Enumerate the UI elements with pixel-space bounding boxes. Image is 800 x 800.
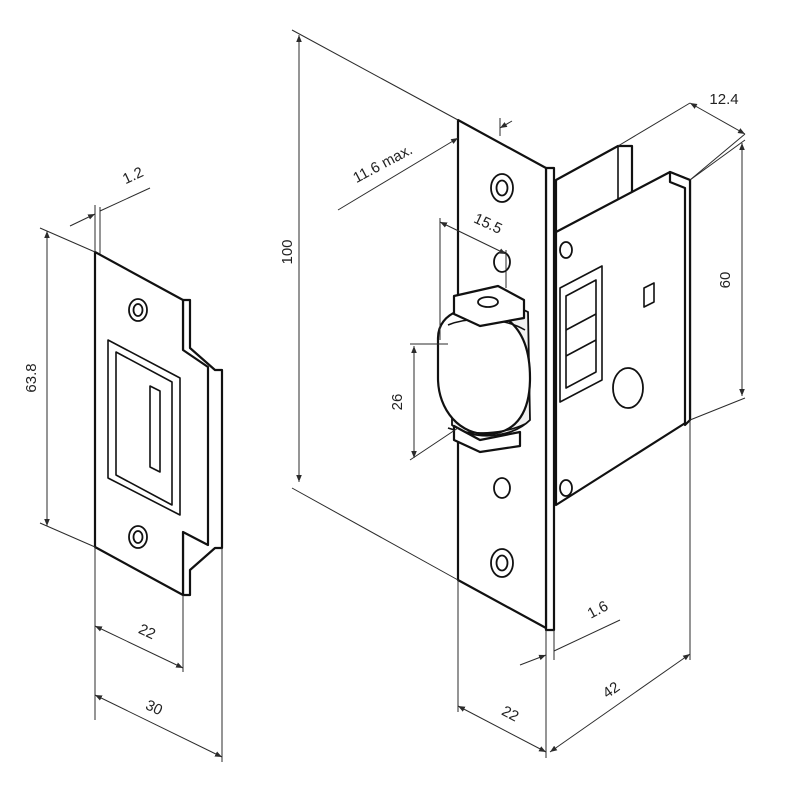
latch-mechanism-window <box>559 265 603 403</box>
latch-case-hole-bottom <box>559 479 573 497</box>
dim-latch-height: 100 <box>279 239 296 264</box>
dim-strike-height: 63.8 <box>23 363 40 392</box>
faceplate-lower-pin-hole <box>493 477 511 499</box>
faceplate-top-screw-recess <box>495 179 509 197</box>
strike-dimensions: 63.8 1.2 22 30 <box>23 164 223 762</box>
strike-opening-outer <box>107 339 181 516</box>
dim-strike-overall-width: 30 <box>143 697 165 719</box>
latch-faceplate-edge <box>544 166 556 632</box>
strike-opening-inner <box>115 351 173 506</box>
latch-case-plate <box>554 170 692 507</box>
latch-case-back <box>554 144 634 242</box>
latch-body <box>436 118 692 632</box>
faceplate-upper-pin-hole <box>493 251 511 273</box>
strike-plate <box>93 250 224 597</box>
dim-latch-faceplate-width: 22 <box>499 703 522 726</box>
dim-latch-case-height: 60 <box>717 272 734 289</box>
strike-opening-lip <box>149 385 161 473</box>
latch-spindle-hole <box>612 367 644 409</box>
strike-bottom-screw-recess <box>132 530 144 544</box>
dim-latch-bolt-height: 26 <box>389 394 406 411</box>
roller-top-pin <box>477 296 499 308</box>
strike-top-screw-recess <box>132 303 144 317</box>
dim-latch-case-depth: 12.4 <box>709 91 738 108</box>
dim-latch-case-length: 42 <box>600 679 623 702</box>
dim-strike-opening-width: 22 <box>136 621 158 643</box>
latch-roller-bolt <box>436 284 532 454</box>
latch-mechanism-inner <box>565 279 597 389</box>
latch-case-hole-top <box>559 241 573 259</box>
dim-latch-projection: 11.6 max. <box>350 141 415 186</box>
dim-strike-thickness: 1.2 <box>120 164 146 188</box>
faceplate-bottom-screw-recess <box>495 554 509 572</box>
latch-square-hole <box>643 282 655 308</box>
dim-latch-faceplate-thickness: 1.6 <box>585 598 611 623</box>
